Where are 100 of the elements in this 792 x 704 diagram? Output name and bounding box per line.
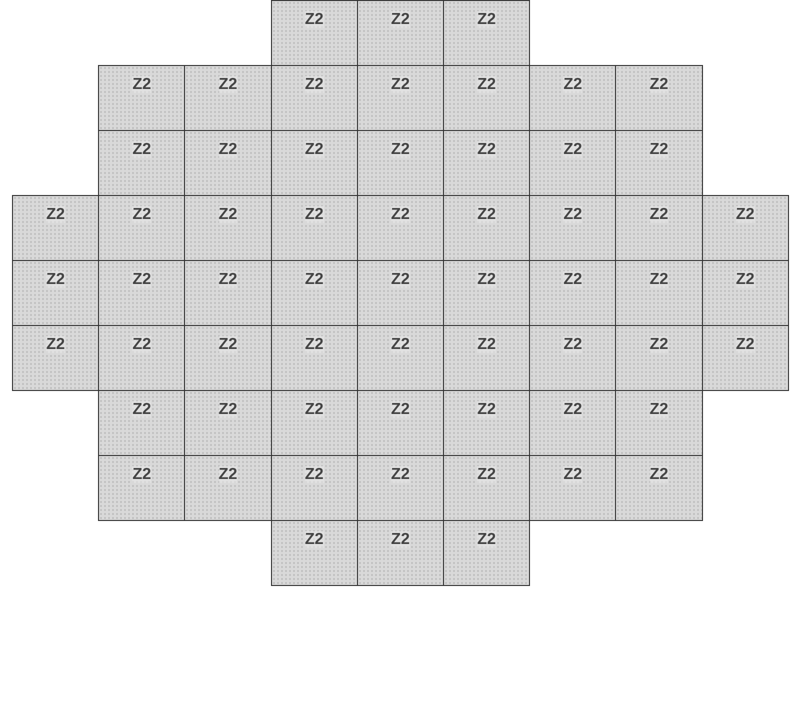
core-cell <box>184 325 272 391</box>
core-cell <box>443 0 530 66</box>
core-cell <box>615 390 703 456</box>
cell-label: Z2 <box>218 76 238 93</box>
core-cell <box>356 455 444 521</box>
core-cell <box>270 260 358 326</box>
core-cell <box>702 195 789 261</box>
cell-label: Z2 <box>477 336 496 353</box>
core-cell <box>98 130 186 196</box>
cell-label: Z2 <box>132 336 152 353</box>
core-cell <box>356 130 444 196</box>
cell-label: Z2 <box>391 531 410 548</box>
cell-label: Z2 <box>477 141 496 158</box>
cell-label: Z2 <box>218 271 238 288</box>
cell-label: Z2 <box>132 466 152 483</box>
cell-label: Z2 <box>218 401 238 418</box>
cell-label: Z2 <box>650 466 668 483</box>
core-cell <box>529 455 616 521</box>
cell-label: Z2 <box>736 206 755 223</box>
core-cell <box>270 455 358 521</box>
core-cell <box>270 520 358 586</box>
cell-label: Z2 <box>304 11 324 28</box>
cell-label: Z2 <box>563 466 582 483</box>
core-cell <box>270 65 358 131</box>
core-cell <box>356 520 444 586</box>
cell-label: Z2 <box>46 336 65 353</box>
core-cell <box>443 130 530 196</box>
cell-label: Z2 <box>132 206 152 223</box>
core-cell <box>443 455 530 521</box>
core-cell <box>270 130 358 196</box>
cell-label: Z2 <box>477 531 496 548</box>
cell-label: Z2 <box>391 141 410 158</box>
core-cell <box>443 520 530 586</box>
core-cell <box>270 390 358 456</box>
cell-label: Z2 <box>132 271 152 288</box>
cell-label: Z2 <box>563 76 582 93</box>
cell-label: Z2 <box>218 466 238 483</box>
core-cell <box>98 65 186 131</box>
core-cell <box>184 260 272 326</box>
cell-label: Z2 <box>304 141 324 158</box>
cell-label: Z2 <box>132 76 152 93</box>
cell-label: Z2 <box>736 271 755 288</box>
core-cell <box>184 390 272 456</box>
cell-label: Z2 <box>304 401 324 418</box>
core-cell <box>615 260 703 326</box>
cell-label: Z2 <box>477 206 496 223</box>
core-cell <box>615 195 703 261</box>
core-cell <box>702 260 789 326</box>
cell-label: Z2 <box>563 141 582 158</box>
cell-label: Z2 <box>304 466 324 483</box>
cell-label: Z2 <box>650 76 668 93</box>
cell-label: Z2 <box>736 336 755 353</box>
core-cell <box>12 325 100 391</box>
core-cell <box>615 455 703 521</box>
cell-label: Z2 <box>391 206 410 223</box>
core-cell <box>98 325 186 391</box>
cell-label: Z2 <box>391 271 410 288</box>
cell-label: Z2 <box>650 401 668 418</box>
core-cell <box>443 390 530 456</box>
core-cell <box>356 260 444 326</box>
cell-label: Z2 <box>391 336 410 353</box>
core-cell <box>529 195 616 261</box>
core-cell <box>184 130 272 196</box>
core-cell <box>184 455 272 521</box>
core-cell <box>356 195 444 261</box>
cell-label: Z2 <box>304 76 324 93</box>
cell-label: Z2 <box>304 531 324 548</box>
cell-label: Z2 <box>563 271 582 288</box>
cell-label: Z2 <box>391 76 410 93</box>
cell-label: Z2 <box>391 401 410 418</box>
core-cell <box>98 455 186 521</box>
core-cell <box>356 0 444 66</box>
cell-label: Z2 <box>132 141 152 158</box>
core-cell <box>529 390 616 456</box>
core-cell <box>443 325 530 391</box>
cell-label: Z2 <box>304 271 324 288</box>
cell-label: Z2 <box>477 271 496 288</box>
core-cell <box>529 130 616 196</box>
cell-label: Z2 <box>650 206 668 223</box>
cell-label: Z2 <box>304 336 324 353</box>
cell-label: Z2 <box>563 336 582 353</box>
core-cell <box>702 325 789 391</box>
core-cell <box>98 390 186 456</box>
cell-label: Z2 <box>391 11 410 28</box>
core-cell <box>356 390 444 456</box>
core-cell <box>184 195 272 261</box>
core-cell <box>356 65 444 131</box>
core-cell <box>270 325 358 391</box>
core-cell <box>443 195 530 261</box>
core-cell <box>615 130 703 196</box>
core-cell <box>443 260 530 326</box>
core-cell <box>529 325 616 391</box>
cell-label: Z2 <box>650 271 668 288</box>
core-cell <box>270 195 358 261</box>
cell-label: Z2 <box>304 206 324 223</box>
cell-label: Z2 <box>650 336 668 353</box>
core-cell <box>615 325 703 391</box>
core-cell <box>356 325 444 391</box>
cell-label: Z2 <box>132 401 152 418</box>
cell-label: Z2 <box>477 401 496 418</box>
